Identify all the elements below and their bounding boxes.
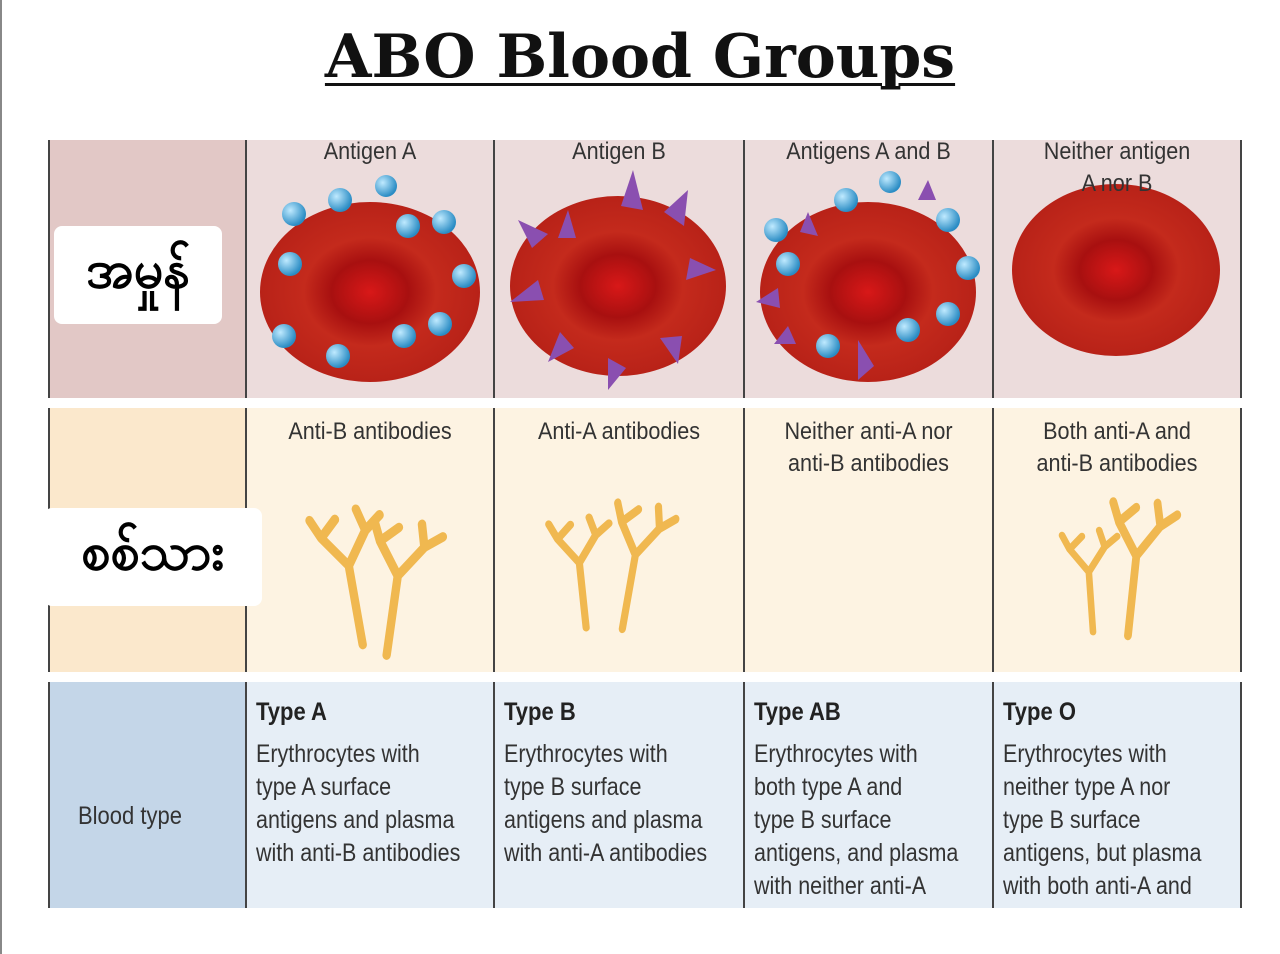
antigen-label: Neither antigen A nor B [1043,138,1191,197]
title-text: ABO Blood Groups [324,22,956,92]
antibody-label: Neither anti-A nor anti-B antibodies [784,418,953,477]
bloodtype-label-cell: Blood type [48,682,246,908]
column-type-b: Antigen B Anti-A antibodies Type B Eryth… [494,138,744,908]
antibody-burmese-label: စစ်သား [44,508,262,606]
row-separator [48,672,1242,682]
antigen-label: Antigens A and B [786,138,951,165]
antigen-burmese-label: အမှုန် [54,226,222,324]
row-separator [48,398,1242,408]
type-name: Type A [256,698,327,726]
type-name: Type O [1003,698,1076,726]
rbc-type-a [260,175,480,382]
column-type-o: Neither antigen A nor B Both anti-A and … [993,138,1241,908]
page-title: ABO Blood Groups [0,22,1280,92]
rbc-type-o [1012,184,1220,356]
type-name: Type B [504,698,576,726]
rbc-type-b [510,170,726,390]
type-description: Erythrocytes with neither type A nor typ… [1003,740,1202,900]
antibody-label: Anti-B antibodies [288,418,452,445]
type-description: Erythrocytes with type A surface antigen… [256,740,461,867]
antigen-a-icons [272,175,476,368]
grid-line [992,140,994,908]
blood-type-label: Blood type [78,802,182,830]
blood-group-table: Blood type [48,138,1242,908]
antibody-label: Anti-A antibodies [537,418,701,445]
grid-line [493,140,495,908]
antigen-b-icons [510,170,716,390]
column-type-ab: Antigens A and B Neither anti-A nor anti… [744,138,993,908]
type-description: Erythrocytes with type B surface antigen… [504,740,708,867]
illustrations [260,170,1220,908]
column-type-a: Antigen A Anti-B antibodies Type A Eryth… [246,138,494,908]
type-description: Erythrocytes with both type A and type B… [754,740,959,900]
grid-line [1240,140,1242,908]
page-border [0,0,2,954]
antigen-label: Antigen A [323,138,417,165]
grid-line [743,140,745,908]
type-name: Type AB [754,698,841,726]
rbc-type-ab [756,171,980,382]
antigen-label: Antigen B [572,138,666,165]
antibody-label: Both anti-A and anti-B antibodies [1036,418,1198,477]
